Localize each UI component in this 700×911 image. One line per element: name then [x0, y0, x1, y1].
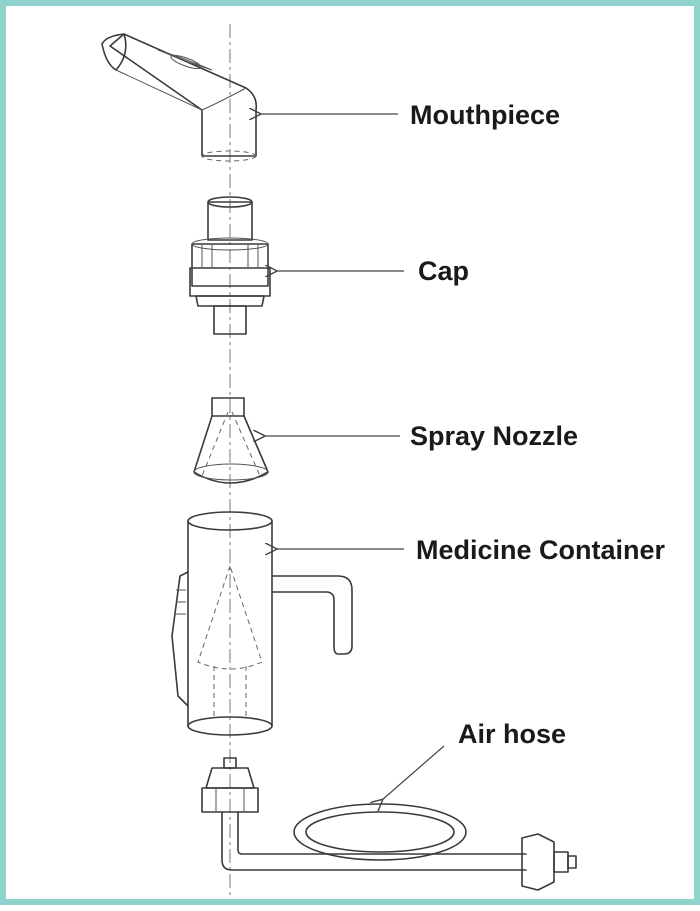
air-hose-part: [201, 757, 577, 891]
mouthpiece-part: [101, 33, 258, 162]
label-air-hose: Air hose: [458, 719, 566, 749]
label-mouthpiece: Mouthpiece: [410, 100, 560, 130]
nebulizer-exploded-diagram: Mouthpiece Cap Spray Nozzle Medicine Con…: [101, 24, 666, 896]
medicine-container-part: [171, 511, 353, 736]
cap-part: [189, 196, 271, 335]
label-cap: Cap: [418, 256, 469, 286]
label-spray-nozzle: Spray Nozzle: [410, 421, 578, 451]
spray-nozzle-part: [193, 397, 269, 484]
air-hose-leader: [382, 745, 445, 800]
label-medicine-container: Medicine Container: [416, 535, 666, 565]
